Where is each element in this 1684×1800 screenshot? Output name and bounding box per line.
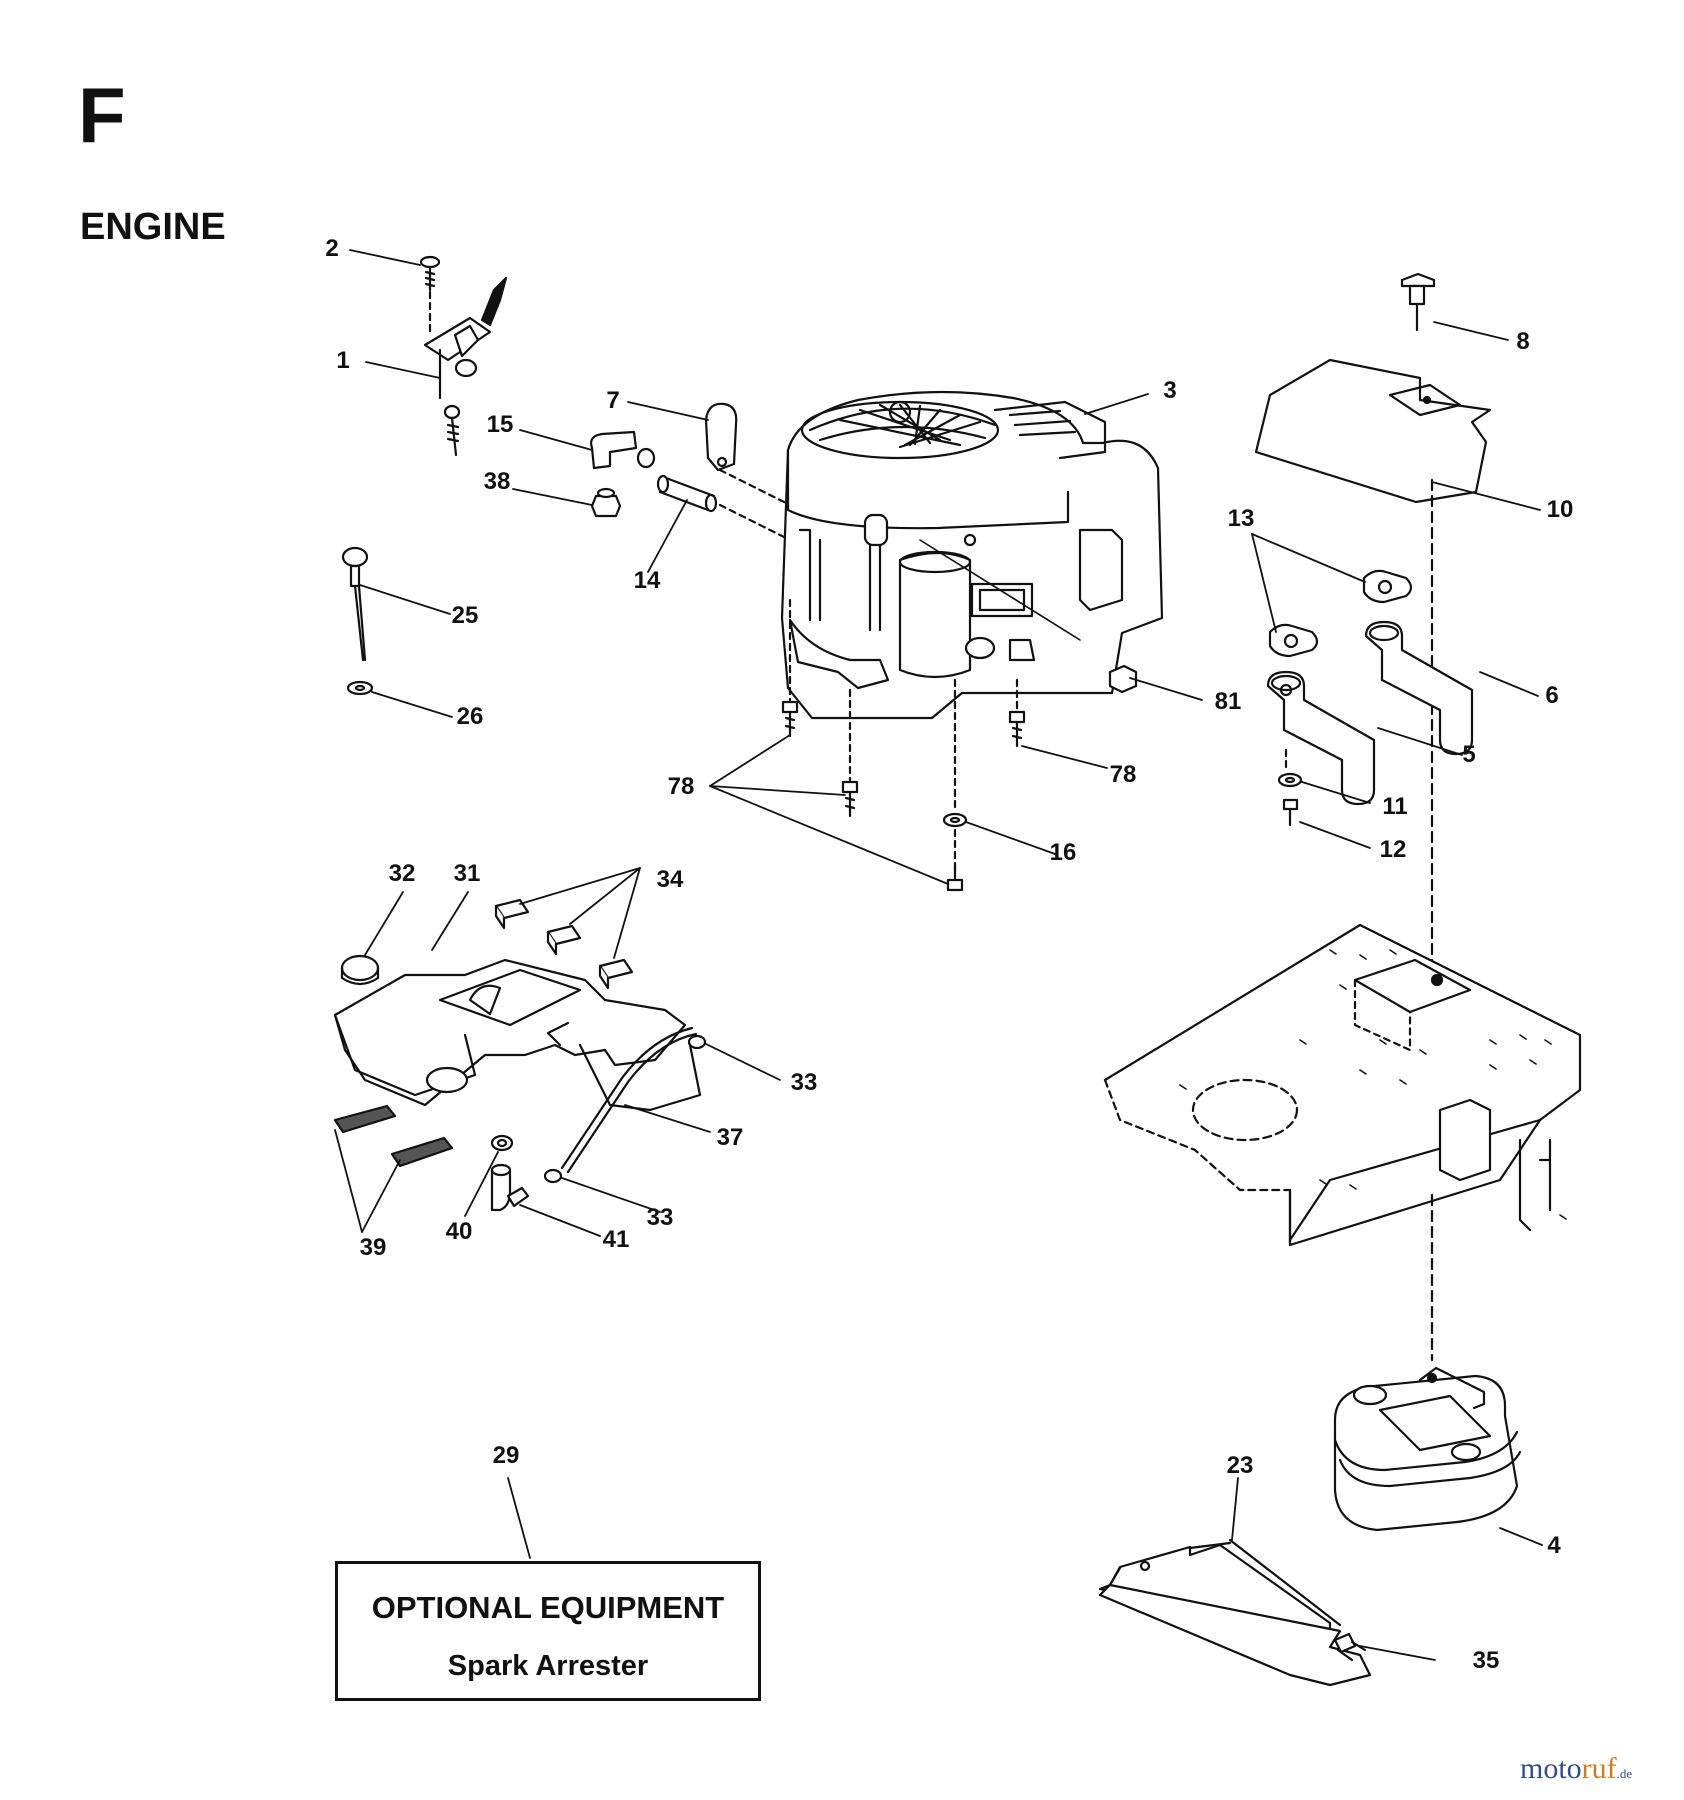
callout-35: 35 (1472, 1647, 1500, 1674)
part-23-spark-arrester-shield (1098, 1538, 1372, 1687)
callout-32: 32 (388, 860, 416, 887)
part-41-fuel-fitting (490, 1163, 530, 1212)
leader-lines (334, 249, 1543, 1661)
callout-29: 29 (492, 1442, 520, 1469)
part-15-elbow-fitting (590, 430, 656, 470)
callout-41: 41 (602, 1226, 630, 1253)
part-78-bolt-b (841, 780, 859, 818)
part-12-bolt (1282, 798, 1299, 827)
optional-equipment-title: OPTIONAL EQUIPMENT (371, 1590, 725, 1625)
part-6-exhaust-pipe (1364, 620, 1474, 756)
part-5-exhaust-pipe (1266, 670, 1376, 806)
part-26-washer (346, 680, 374, 696)
callout-3: 3 (1163, 377, 1177, 404)
part-4-muffler (1333, 1366, 1522, 1532)
callout-33-lower: 33 (646, 1204, 674, 1231)
part-25-dipstick (341, 546, 369, 662)
frame-engine-mount (1103, 923, 1582, 1247)
part-16-washer (942, 812, 968, 828)
callout-6: 6 (1545, 682, 1559, 709)
callout-4: 4 (1547, 1532, 1561, 1559)
part-35-screw (1333, 1632, 1367, 1662)
callout-16: 16 (1049, 839, 1077, 866)
part-32-fuel-cap (340, 954, 380, 986)
part-3-engine (780, 390, 1164, 720)
part-78-bolt-c (946, 864, 964, 892)
watermark-logo: motoruf.de (1520, 1752, 1633, 1785)
callout-26: 26 (456, 703, 484, 730)
callout-81: 81 (1214, 688, 1242, 715)
part-7-clamp (704, 402, 738, 472)
part-33-clamp-a (687, 1034, 707, 1050)
section-title: ENGINE (80, 206, 226, 248)
callout-39: 39 (359, 1234, 387, 1261)
callout-14: 14 (633, 567, 661, 594)
callout-8: 8 (1516, 328, 1530, 355)
callout-2: 2 (325, 235, 339, 262)
callout-13: 13 (1227, 505, 1255, 532)
part-78-bolt-d (1008, 710, 1026, 748)
callout-37: 37 (716, 1124, 744, 1151)
section-letter: F (78, 71, 126, 159)
part-39-pads (333, 1104, 454, 1168)
part-10-heat-shield (1254, 358, 1492, 504)
callout-31: 31 (453, 860, 481, 887)
part-2-bolt (419, 255, 441, 338)
callout-23: 23 (1226, 1452, 1254, 1479)
callout-7: 7 (606, 387, 620, 414)
part-31-fuel-tank (333, 958, 702, 1112)
part-1-throttle-control (423, 276, 508, 457)
part-8-bolt (1400, 272, 1436, 332)
callout-11: 11 (1382, 793, 1408, 820)
part-40-grommet (490, 1134, 514, 1152)
part-34-pads (494, 898, 634, 990)
part-13-gasket-a (1362, 569, 1413, 604)
optional-equipment-subtitle: Spark Arrester (447, 1650, 649, 1682)
part-81-nut (1108, 664, 1138, 694)
callout-78-left: 78 (667, 773, 695, 800)
part-78-bolt-a (781, 700, 799, 738)
part-33-clamp-b (543, 1168, 563, 1184)
part-14-pipe-nipple (656, 474, 718, 513)
callout-33-upper: 33 (790, 1069, 818, 1096)
callout-38: 38 (483, 468, 511, 495)
callout-10: 10 (1546, 496, 1574, 523)
callout-15: 15 (486, 411, 514, 438)
part-38-nut (590, 487, 622, 518)
callout-34: 34 (656, 866, 684, 893)
callout-5: 5 (1462, 741, 1476, 768)
callout-78-right: 78 (1109, 761, 1137, 788)
callout-25: 25 (451, 602, 479, 629)
part-37-fuel-line (560, 1026, 698, 1174)
part-13-gasket-b (1268, 623, 1319, 658)
optional-equipment-box: OPTIONAL EQUIPMENT Spark Arrester (335, 1561, 761, 1701)
callout-12: 12 (1379, 836, 1407, 863)
part-11-washer (1277, 772, 1303, 788)
callout-40: 40 (445, 1218, 473, 1245)
callout-1: 1 (336, 347, 350, 374)
